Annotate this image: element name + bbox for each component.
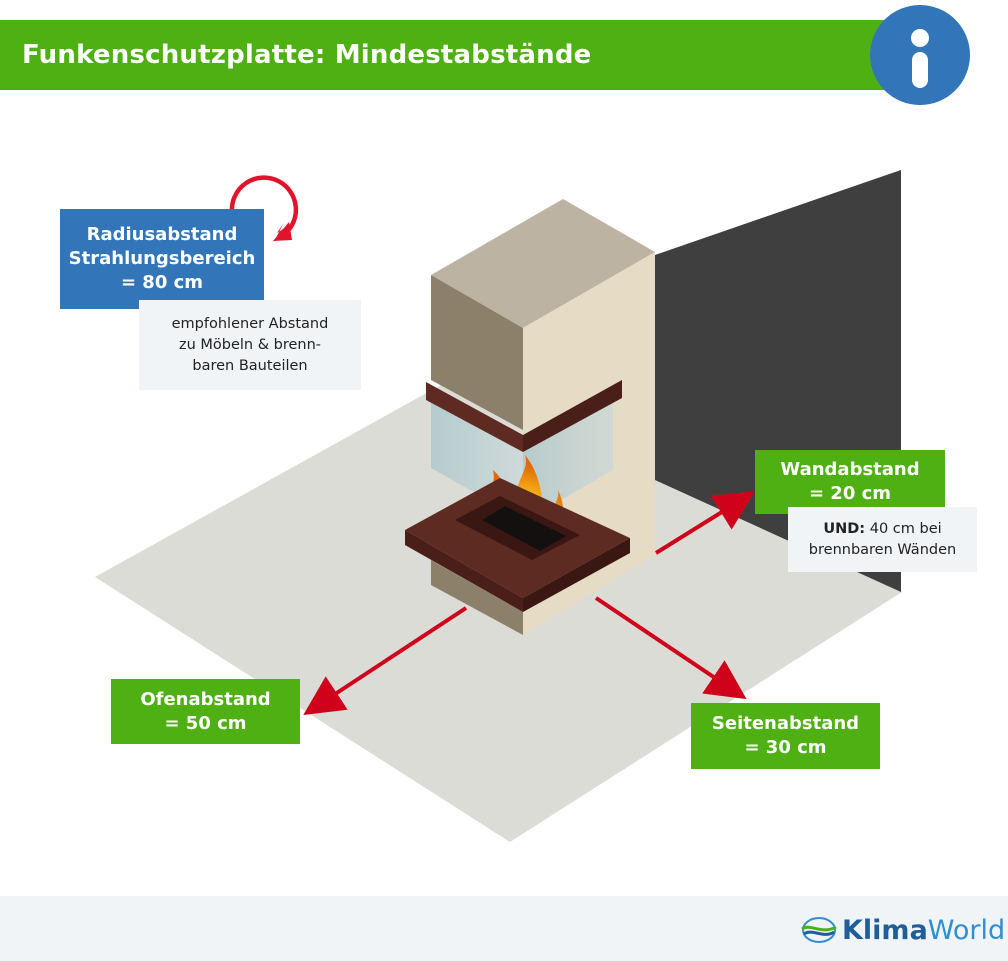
logo-part2: World [927, 914, 1006, 946]
radius-note-line3: baren Bauteilen [192, 357, 308, 374]
wall-distance-box: Wandabstand = 20 cm [755, 450, 945, 514]
wall-note-line2: brennbaren Wänden [808, 541, 957, 558]
info-icon [870, 5, 970, 105]
radius-note: empfohlener Abstand zu Möbeln & brenn- b… [139, 300, 361, 390]
side-distance-line1: Seitenabstand [711, 713, 860, 734]
stove-distance-line1: Ofenabstand [140, 688, 271, 710]
radius-note-line2: zu Möbeln & brenn- [178, 336, 322, 353]
wall-arrow [654, 491, 755, 555]
radius-arrow [229, 175, 299, 238]
logo-part1: Klima [842, 914, 928, 946]
page-title: Funkenschutzplatte: Mindestabstände [22, 40, 592, 70]
upper-band-right [523, 380, 622, 452]
wall-note: UND: 40 cm bei brennbaren Wänden [788, 507, 977, 572]
stove-distance-line2: = 50 cm [164, 712, 247, 734]
wall-note-bold: UND: [823, 520, 866, 537]
side-distance-line2: = 30 cm [744, 737, 827, 758]
wall-note-rest: 40 cm bei [865, 520, 942, 537]
footer-bar [0, 896, 1008, 961]
stove-arrow [303, 606, 468, 715]
side-distance-box: Seitenabstand = 30 cm [691, 703, 880, 769]
column-left [431, 275, 523, 430]
column-top [431, 199, 655, 328]
stove-distance-box: Ofenabstand = 50 cm [111, 679, 300, 744]
radius-label-box: Radiusabstand Strahlungsbereich = 80 cm [60, 209, 264, 309]
radius-note-line1: empfohlener Abstand [171, 315, 329, 332]
header-bar [0, 20, 905, 90]
radius-label-line3: = 80 cm [120, 272, 204, 293]
side-arrow [594, 596, 747, 700]
logo-swoosh-icon [801, 917, 837, 943]
wall-distance-line2: = 20 cm [808, 483, 892, 504]
brand-logo[interactable]: KlimaWorld [800, 912, 1005, 948]
radius-label-line2: Strahlungsbereich [68, 248, 256, 269]
base-tray-left [405, 530, 523, 612]
glass-right [523, 400, 613, 522]
wall-distance-line1: Wandabstand [780, 459, 920, 480]
base-tray-right [523, 538, 630, 612]
radius-label-line1: Radiusabstand [86, 224, 238, 245]
upper-band-left [426, 382, 523, 452]
